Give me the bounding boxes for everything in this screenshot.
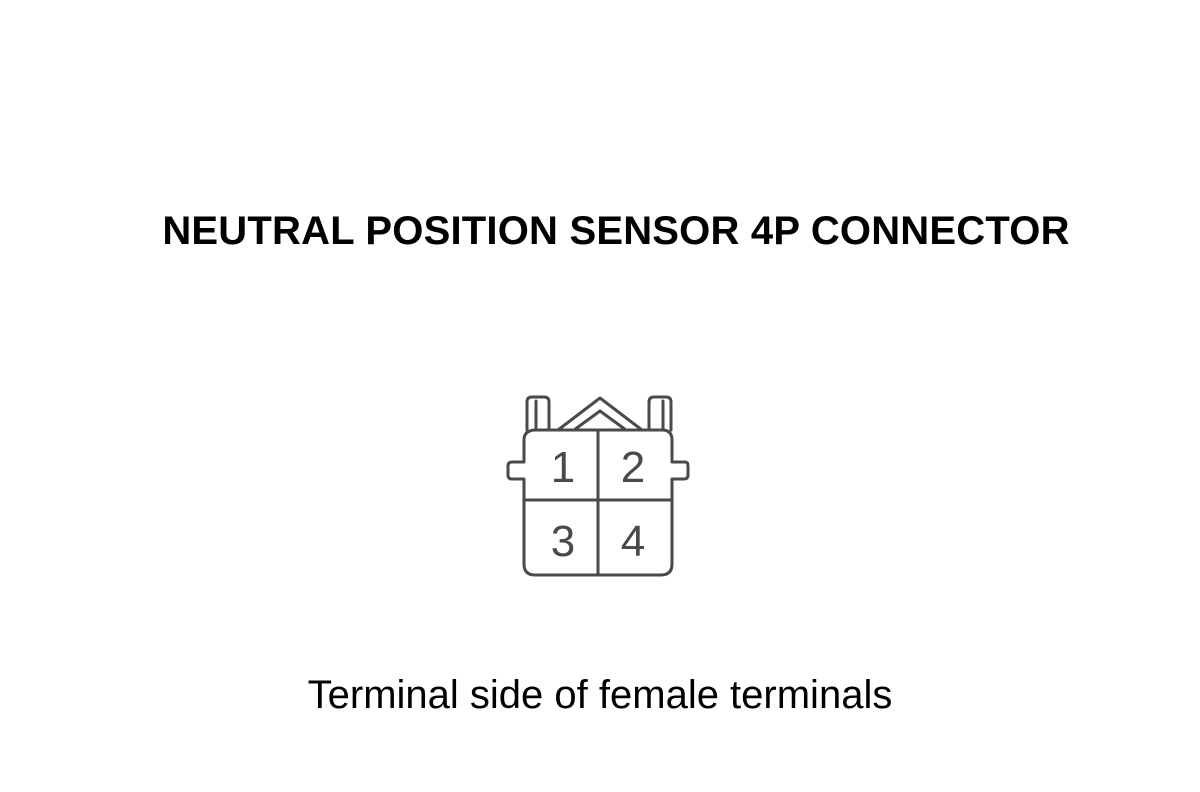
left-latch (525, 395, 551, 432)
pin-2-label: 2 (621, 443, 645, 492)
key-chevron (556, 396, 644, 432)
connector-housing (506, 428, 690, 577)
connector-4p-svg: 1 2 3 4 (506, 395, 690, 577)
right-latch (647, 395, 673, 432)
pin-4-label: 4 (621, 517, 645, 566)
connector-diagram: 1 2 3 4 (500, 390, 700, 585)
pin-3-label: 3 (551, 517, 575, 566)
pin-1-label: 1 (551, 443, 575, 492)
diagram-caption: Terminal side of female terminals (307, 673, 893, 717)
diagram-title: NEUTRAL POSITION SENSOR 4P CONNECTOR (162, 209, 1070, 253)
